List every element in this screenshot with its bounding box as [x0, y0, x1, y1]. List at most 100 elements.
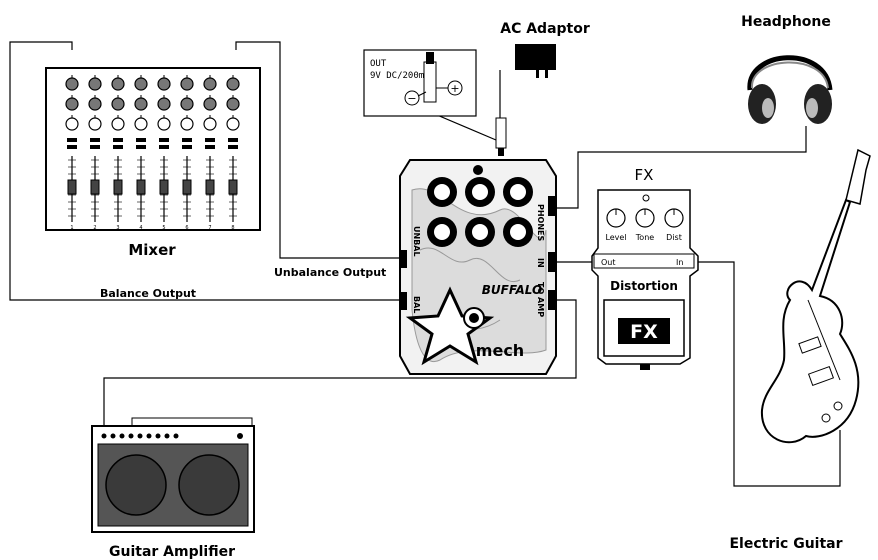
unbalance-cable [235, 41, 402, 259]
mixer-knob [157, 77, 171, 91]
pedal-maker: mech [476, 341, 524, 360]
amp-knob [155, 433, 161, 439]
mixer-channel-number: 4 [139, 225, 142, 231]
mixer-fader [90, 179, 100, 195]
mixer-button [228, 138, 238, 142]
mixer-fader [228, 179, 238, 195]
mixer-fader [205, 179, 215, 195]
fx-knobs: Level Tone Dist [605, 208, 684, 242]
mixer-channel: 3 [111, 75, 125, 231]
amp-knob [110, 433, 116, 439]
mixer-button [136, 145, 146, 149]
mixer-button [136, 138, 146, 142]
mixer-button [159, 145, 169, 149]
mixer-knob [180, 97, 194, 111]
jack-phones-label: PHONES [536, 204, 545, 242]
guitar-amplifier-label: Guitar Amplifier [109, 544, 235, 560]
amp-knob [146, 433, 152, 439]
fx-pedal-name: Distortion [610, 279, 678, 293]
fx-knob-label: Tone [635, 233, 654, 242]
mixer-button [67, 138, 77, 142]
mixer-label: Mixer [128, 241, 176, 259]
guitar-cable [692, 261, 841, 487]
jack-bal-label: BAL [412, 296, 421, 313]
mixer-knob [157, 117, 171, 131]
mixer-knob [180, 117, 194, 131]
adaptor-rating-text: 9V DC/200mA [370, 71, 430, 81]
mixer-knob [111, 77, 125, 91]
mixer-knob [88, 97, 102, 111]
amp-knobs [101, 433, 243, 439]
mixer-knob [134, 97, 148, 111]
mixer-fader [113, 179, 123, 195]
mixer-channel: 5 [157, 75, 171, 231]
mixer-button [228, 145, 238, 149]
fx-in-label: In [676, 258, 683, 267]
amp-knob [101, 433, 107, 439]
mixer-knob [111, 97, 125, 111]
amp-knob [128, 433, 134, 439]
fx-knob-label: Level [605, 233, 626, 242]
mixer-knob [203, 97, 217, 111]
mixer-fader [136, 179, 146, 195]
jack-to-amp-label: TO AMP [536, 282, 545, 317]
pedal-brand: BUFFALO [482, 283, 542, 297]
mixer-button [205, 138, 215, 142]
mixer-knob [134, 77, 148, 91]
unbalance-output-label: Unbalance Output [274, 266, 386, 279]
minus-sign: − [407, 92, 416, 105]
fx-label: FX [635, 166, 654, 184]
amp-jack [237, 433, 243, 439]
mixer-knob [226, 97, 240, 111]
headphone: Headphone [741, 14, 833, 124]
fx-knob-label: Dist [666, 233, 682, 242]
mixer-knob [180, 77, 194, 91]
amp-knob [137, 433, 143, 439]
jack-in-label: IN [536, 258, 545, 268]
mixer-knob [203, 117, 217, 131]
adaptor-polarity-box: OUT 9V DC/200mA − + [363, 49, 477, 117]
mixer-knob [111, 117, 125, 131]
headphone-label: Headphone [741, 14, 831, 30]
mixer-channel: 2 [88, 75, 102, 231]
adaptor-plug-icon [515, 44, 556, 70]
mixer-channel-number: 1 [70, 225, 73, 231]
amp-cable [103, 299, 577, 426]
mixer-channel-number: 8 [231, 225, 234, 231]
amp-knob [164, 433, 170, 439]
guitar-icon [760, 198, 860, 444]
mixer-button [90, 138, 100, 142]
pedal-knobs [427, 177, 533, 247]
mixer-channel: 7 [203, 75, 217, 231]
mixer-fader [182, 179, 192, 195]
mixer-knob [88, 77, 102, 91]
adaptor-out-text: OUT [370, 59, 387, 69]
buffalo-pedal: BUFFALO mech PHONES IN TO AMP UNBAL BAL [399, 159, 557, 375]
plus-sign: + [450, 82, 459, 95]
headphone-icon [747, 55, 833, 91]
guitar-amplifier: Guitar Amplifier [91, 417, 255, 560]
mixer-knob [65, 97, 79, 111]
mixer-knob [226, 117, 240, 131]
mixer-button [182, 138, 192, 142]
mixer-knob [203, 77, 217, 91]
mixer-channel-number: 5 [162, 225, 165, 231]
mixer-knob [88, 117, 102, 131]
mixer-channel-number: 6 [185, 225, 188, 231]
mixer-knob [65, 117, 79, 131]
mixer-channel: 4 [134, 75, 148, 231]
mixer-knob [157, 97, 171, 111]
mixer-button [113, 138, 123, 142]
mixer-fader [67, 179, 77, 195]
mixer-channel: 1 [65, 75, 79, 231]
mixer-button [159, 138, 169, 142]
mixer-channel: 8 [226, 75, 240, 231]
jack-unbal-label: UNBAL [412, 226, 421, 257]
ac-adaptor-label: AC Adaptor [500, 21, 590, 37]
electric-guitar: Electric Guitar [729, 148, 871, 552]
balance-output-label: Balance Output [100, 287, 196, 300]
mixer-button [90, 145, 100, 149]
amp-knob [173, 433, 179, 439]
